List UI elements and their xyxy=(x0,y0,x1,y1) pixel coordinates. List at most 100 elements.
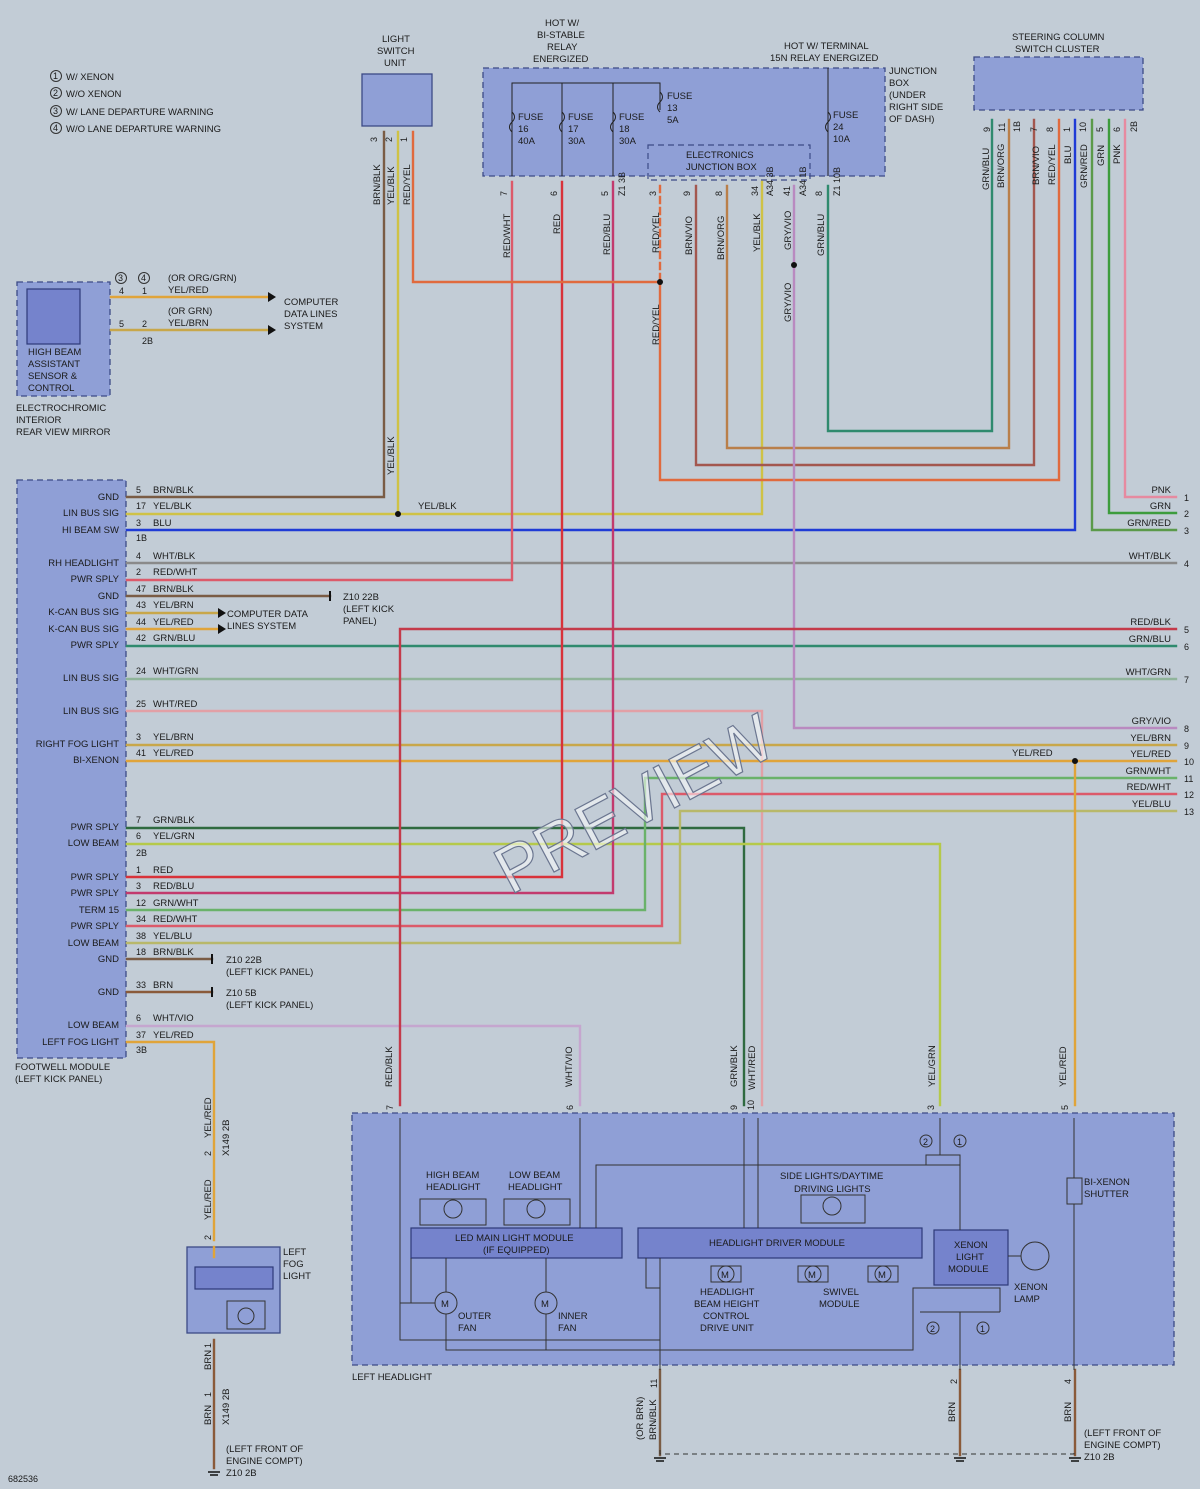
ground-label: ENGINE COMPT) xyxy=(226,1456,303,1467)
svg-text:OUTER: OUTER xyxy=(458,1311,491,1322)
footwell-pin-label: LIN BUS SIG xyxy=(63,706,119,717)
fog-pin: 2 xyxy=(203,1235,213,1240)
ground-label: PANEL) xyxy=(343,616,377,627)
headlight-pin: 3 xyxy=(926,1105,936,1110)
wire xyxy=(125,180,615,895)
led-main-light-module xyxy=(410,1227,623,1259)
wire-color: YEL/GRN xyxy=(927,1045,938,1087)
electronics-jb-label: JUNCTION BOX xyxy=(686,162,757,173)
junction-box-pin: 8 xyxy=(814,191,824,196)
footwell-pin-label: HI BEAM SW xyxy=(62,525,119,536)
footwell-module xyxy=(16,479,127,1059)
svg-text:LOW BEAM: LOW BEAM xyxy=(509,1170,560,1181)
footwell-pin-label: PWR SPLY xyxy=(71,574,120,585)
footwell-pin-number: 37 xyxy=(136,1030,146,1040)
footwell-pin-label: RIGHT FOG LIGHT xyxy=(36,739,119,750)
footwell-pin-number: 24 xyxy=(136,666,146,676)
wire-color: GRY/VIO xyxy=(783,211,794,250)
ground-label: Z10 2B xyxy=(226,1468,257,1479)
footwell-pin-number: 5 xyxy=(136,485,141,495)
footwell-wire-color: YEL/BRN xyxy=(153,732,194,743)
wire-color: WHT/RED xyxy=(747,1046,758,1090)
right-wire-color: RED/BLK xyxy=(1130,617,1171,628)
footwell-wire-color: RED/WHT xyxy=(153,567,198,578)
wire-color: YEL/RED xyxy=(168,285,209,296)
svg-text:M: M xyxy=(541,1299,549,1310)
wire xyxy=(125,776,1178,912)
computer-data-label: SYSTEM xyxy=(284,321,323,332)
wire xyxy=(125,809,1178,945)
svg-text:FUSE: FUSE xyxy=(518,112,543,123)
footwell-pin-label: LOW BEAM xyxy=(68,1020,119,1031)
svg-text:30A: 30A xyxy=(619,136,637,147)
footwell-pin-number: 41 xyxy=(136,748,146,758)
footwell-pin-label: GND xyxy=(98,987,119,998)
footwell-pin-label: LOW BEAM xyxy=(68,838,119,849)
ground-label: ENGINE COMPT) xyxy=(1084,1440,1161,1451)
fog-pin: 1 xyxy=(203,1343,213,1348)
svg-text:HEADLIGHT: HEADLIGHT xyxy=(700,1287,755,1298)
footwell-wire-color: RED/BLU xyxy=(153,881,194,892)
light-switch-label: UNIT xyxy=(384,58,406,69)
wire-color: RED/YEL xyxy=(651,304,662,345)
svg-text:XENON: XENON xyxy=(954,1240,988,1251)
left-fog-light xyxy=(186,1246,281,1334)
footwell-pin-number: 47 xyxy=(136,584,146,594)
steering-pin: 7 xyxy=(1029,127,1039,132)
junction-box-label: JUNCTION xyxy=(889,66,937,77)
wire-color: RED/YEL xyxy=(402,164,413,205)
relay-label: BI-STABLE xyxy=(537,30,585,41)
wire xyxy=(398,627,1178,1107)
junction-box-label: OF DASH) xyxy=(889,114,934,125)
relay-label: HOT W/ xyxy=(545,18,579,29)
headlight-pin: 10 xyxy=(746,1100,756,1110)
svg-text:DRIVE UNIT: DRIVE UNIT xyxy=(700,1323,754,1334)
steering-label: STEERING COLUMN xyxy=(1012,32,1105,43)
selector-num: 2 xyxy=(930,1324,935,1334)
ground-label: Z10 22B xyxy=(343,592,379,603)
steering-pin: 8 xyxy=(1045,127,1055,132)
junction-box-label: BOX xyxy=(889,78,910,89)
svg-text:HEADLIGHT: HEADLIGHT xyxy=(508,1182,563,1193)
wire xyxy=(125,130,386,499)
wire xyxy=(725,118,1011,450)
footwell-pin-number: 3 xyxy=(136,881,141,891)
wire-color: GRN/BLU xyxy=(981,148,992,190)
fog-pin: 1 xyxy=(203,1392,213,1397)
wire-color: BRN/ORG xyxy=(716,216,727,260)
relay-label: RELAY xyxy=(547,42,578,53)
steering-pin: 10 xyxy=(1078,122,1088,132)
high-beam-led-icon xyxy=(443,1199,463,1219)
ground-label: (LEFT FRONT OF xyxy=(1084,1428,1161,1439)
mirror-pin: 1 xyxy=(142,286,147,296)
wire xyxy=(125,826,746,1107)
svg-text:13: 13 xyxy=(667,103,678,114)
svg-text:FUSE: FUSE xyxy=(667,91,692,102)
steering-pin: 6 xyxy=(1112,127,1122,132)
fog-pin: 2 xyxy=(203,1151,213,1156)
fog-label: LEFT xyxy=(283,1247,306,1258)
svg-text:40A: 40A xyxy=(518,136,536,147)
svg-text:FAN: FAN xyxy=(558,1323,577,1334)
footwell-pin-number: 3 xyxy=(136,518,141,528)
legend-num: 2 xyxy=(53,88,58,98)
wire xyxy=(694,118,1036,467)
low-beam-led-icon xyxy=(526,1199,546,1219)
swivel-motor-icon xyxy=(874,1265,892,1283)
svg-text:MODULE: MODULE xyxy=(948,1264,989,1275)
legend-text: W/O XENON xyxy=(66,89,122,100)
mirror-label: ELECTROCHROMIC xyxy=(16,403,106,414)
footwell-pin-number: 33 xyxy=(136,980,146,990)
right-wire-color: PNK xyxy=(1151,485,1171,496)
footwell-wire-color: YEL/RED xyxy=(153,617,194,628)
svg-text:SHUTTER: SHUTTER xyxy=(1084,1189,1129,1200)
footwell-wire-color: BRN/BLK xyxy=(153,485,194,496)
wire xyxy=(411,130,662,284)
mirror-module-label: ASSISTANT xyxy=(28,359,80,370)
mirror-connector: 2B xyxy=(142,336,153,346)
right-wire-ref: 1 xyxy=(1184,493,1189,503)
wire-color: BRN xyxy=(203,1350,214,1370)
wire-color: WHT/VIO xyxy=(564,1046,575,1087)
footwell-pin-number: 18 xyxy=(136,947,146,957)
